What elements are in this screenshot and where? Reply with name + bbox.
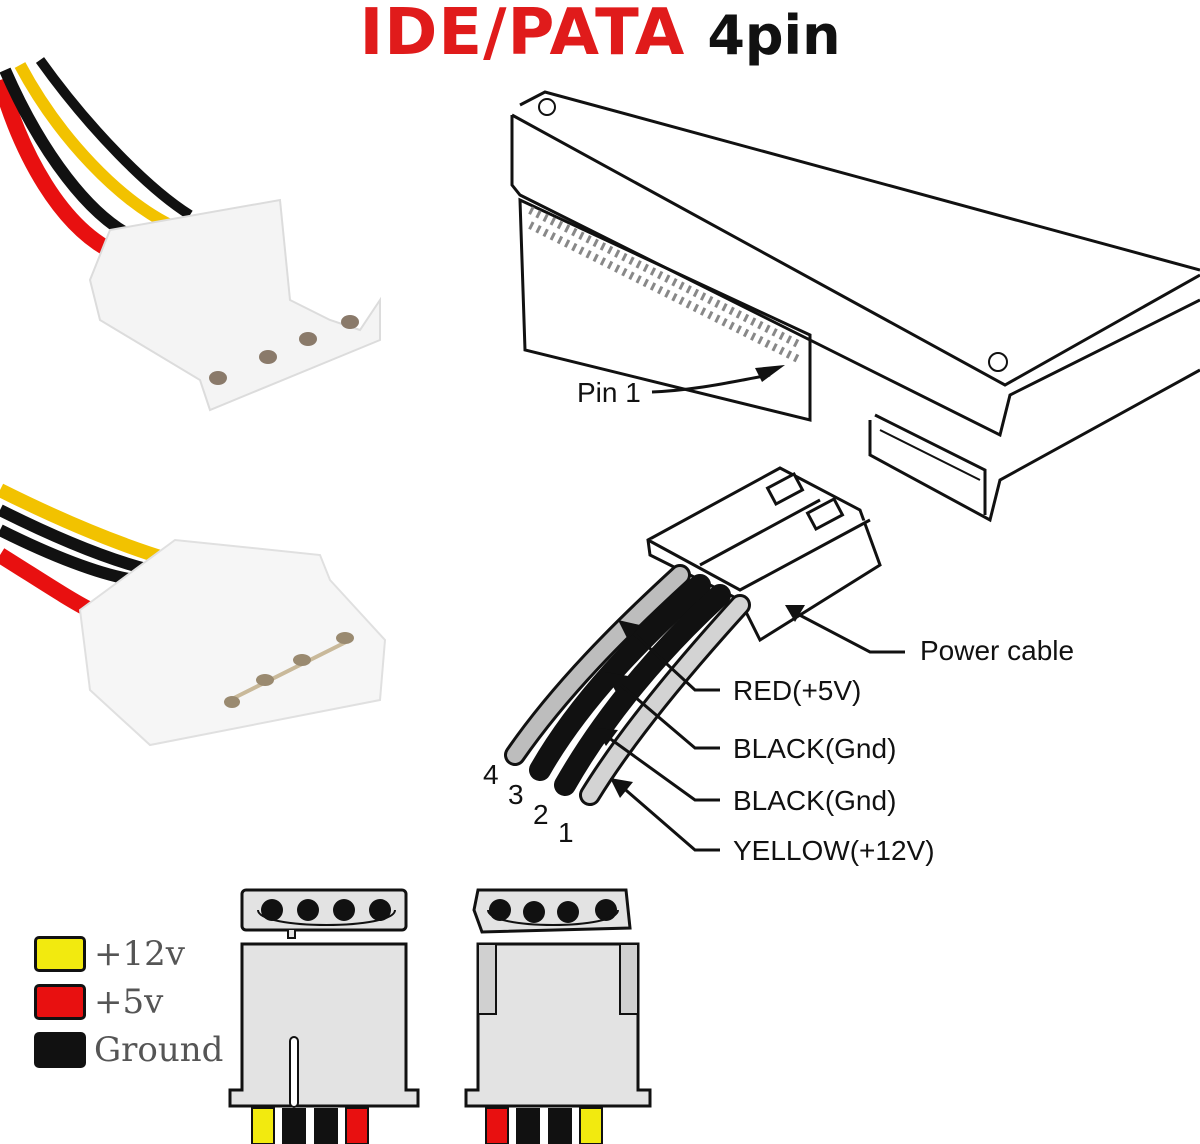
legend-item-5v: +5v xyxy=(34,978,223,1026)
legend-item-ground: Ground xyxy=(34,1026,223,1074)
power-cable-wires xyxy=(504,564,751,806)
red-swatch xyxy=(34,984,86,1020)
color-legend: +12v +5v Ground xyxy=(34,930,223,1074)
pin-number-4: 4 xyxy=(483,759,499,790)
black-swatch xyxy=(34,1032,86,1068)
wire-label-black-gnd-1: BLACK(Gnd) xyxy=(733,733,896,764)
male-pinout-diagram xyxy=(464,888,652,1144)
molex-female-connector-photo xyxy=(0,57,381,412)
page-title: IDE/PATA 4pin xyxy=(0,0,1200,70)
title-4pin: 4pin xyxy=(707,4,841,67)
pin1-pointer xyxy=(651,365,785,394)
pin-number-2: 2 xyxy=(533,799,549,830)
legend-label: +12v xyxy=(94,934,185,974)
power-cable-connector xyxy=(646,466,882,643)
molex-male-connector-photo xyxy=(0,483,387,747)
wire-label-yellow-12v: YELLOW(+12V) xyxy=(733,835,935,866)
hard-drive-drawing xyxy=(510,90,1200,523)
legend-label: +5v xyxy=(94,982,164,1022)
callout-lines xyxy=(604,608,905,852)
power-cable-label: Power cable xyxy=(920,635,1074,666)
callout-arrowheads xyxy=(595,605,805,798)
title-ide-pata: IDE/PATA xyxy=(359,0,686,70)
yellow-swatch xyxy=(34,936,86,972)
wire-label-red-5v: RED(+5V) xyxy=(733,675,861,706)
legend-label: Ground xyxy=(94,1030,224,1070)
pin-number-3: 3 xyxy=(508,779,524,810)
pin-number-1: 1 xyxy=(558,817,574,848)
pin1-label: Pin 1 xyxy=(577,377,641,408)
legend-item-12v: +12v xyxy=(34,930,223,978)
wire-label-black-gnd-2: BLACK(Gnd) xyxy=(733,785,896,816)
female-pinout-diagram xyxy=(228,888,420,1144)
